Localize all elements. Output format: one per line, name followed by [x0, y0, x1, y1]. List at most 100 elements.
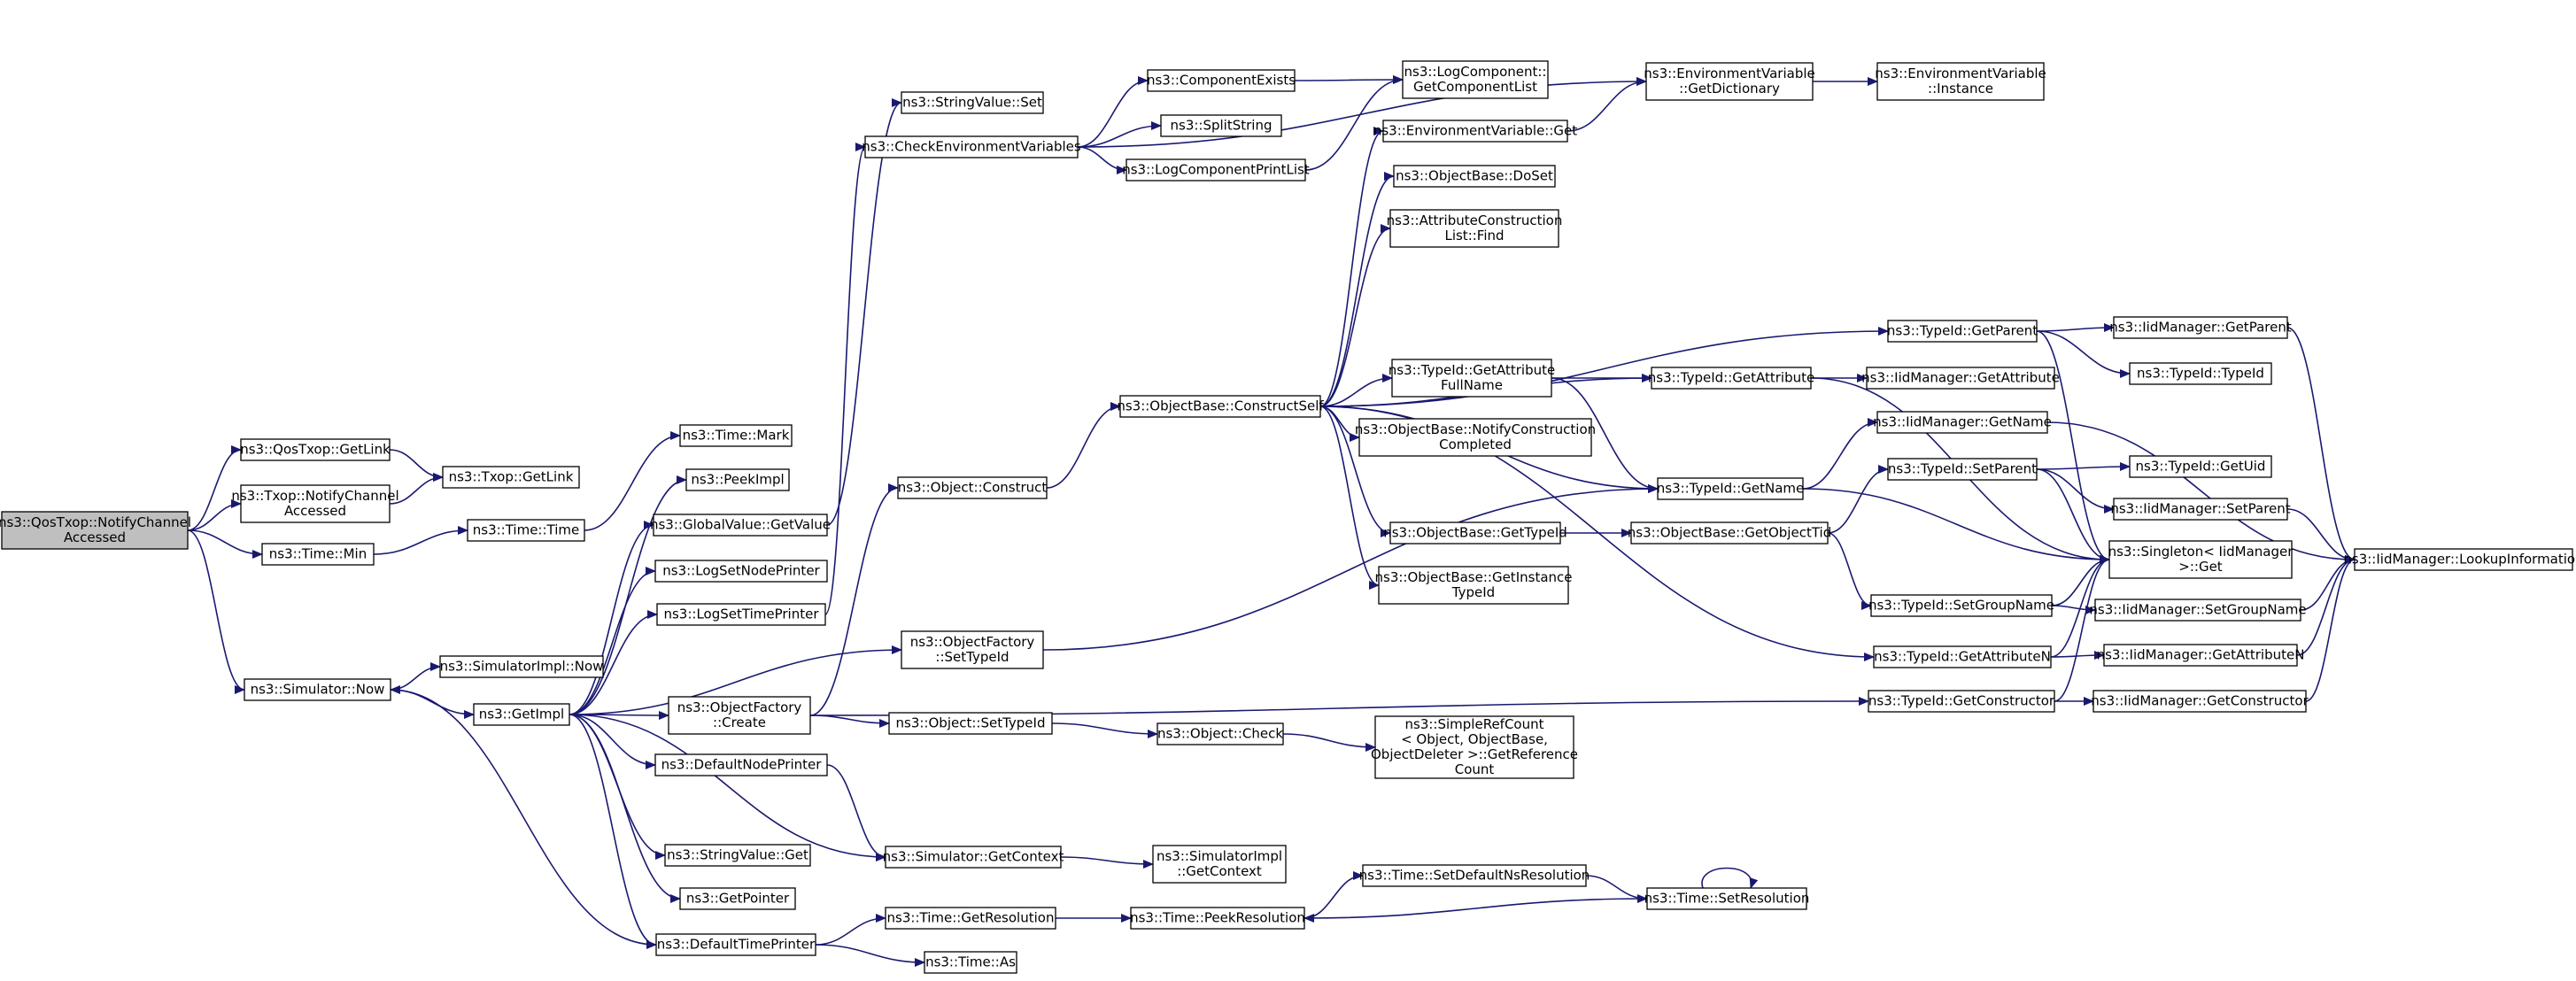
node-tid-typeid[interactable]: ns3::TypeId::TypeId: [2129, 362, 2272, 385]
node-sim-getcontext[interactable]: ns3::Simulator::GetContext: [883, 846, 1064, 869]
node-iid-getattribute[interactable]: ns3::IidManager::GetAttribute: [1861, 367, 2060, 390]
node-simimpl-getcontext[interactable]: ns3::SimulatorImpl::GetContext: [1152, 845, 1287, 884]
node-obj-settypeid[interactable]: ns3::Object::SetTypeId: [888, 712, 1053, 735]
node-obj-check[interactable]: ns3::Object::Check: [1156, 722, 1284, 745]
edge-getimpl-to-defnodeprinter: [569, 714, 656, 769]
node-iid-lookupinfo[interactable]: ns3::IidManager::LookupInformation: [2343, 548, 2576, 571]
node-sim-now[interactable]: ns3::Simulator::Now: [244, 678, 391, 701]
node-ob-notifycc[interactable]: ns3::ObjectBase::NotifyConstructionCompl…: [1355, 418, 1596, 457]
node-tid-getparent[interactable]: ns3::TypeId::GetParent: [1887, 320, 2038, 343]
node-simplerefcount[interactable]: ns3::SimpleRefCount< Object, ObjectBase,…: [1371, 715, 1578, 779]
edge-line: [1319, 406, 1391, 537]
node-tid-setgroupname[interactable]: ns3::TypeId::SetGroupName: [1868, 594, 2054, 617]
node-compexists[interactable]: ns3::ComponentExists: [1147, 69, 1296, 92]
node-of-settypeid[interactable]: ns3::ObjectFactory::SetTypeId: [901, 630, 1044, 669]
node-label-line: ns3::SimulatorImpl::Now: [440, 659, 604, 675]
edge-line: [2036, 462, 2131, 472]
node-box: [467, 519, 585, 542]
node-sv-get[interactable]: ns3::StringValue::Get: [664, 844, 811, 867]
node-getimpl[interactable]: ns3::GetImpl: [473, 703, 570, 726]
node-iid-setparent[interactable]: ns3::IidManager::SetParent: [2110, 498, 2291, 521]
node-logsetnode[interactable]: ns3::LogSetNodePrinter: [654, 560, 828, 583]
node-checkenv[interactable]: ns3::CheckEnvironmentVariables: [862, 135, 1081, 158]
node-gv-getvalue[interactable]: ns3::GlobalValue::GetValue: [650, 514, 831, 537]
node-box: [1374, 715, 1574, 779]
node-label-line: ns3::IidManager::GetName: [1873, 414, 2052, 430]
node-label-line: ns3::LogSetNodePrinter: [662, 563, 820, 579]
node-iid-getattributen[interactable]: ns3::IidManager::GetAttributeN: [2097, 644, 2305, 667]
node-label-line: ns3::ComponentExists: [1147, 73, 1296, 89]
node-ob-gettypeid[interactable]: ns3::ObjectBase::GetTypeId: [1383, 521, 1567, 545]
node-iid-setgroupname[interactable]: ns3::IidManager::SetGroupName: [2089, 599, 2307, 622]
node-box: [885, 907, 1056, 930]
node-tid-getuid[interactable]: ns3::TypeId::GetUid: [2129, 455, 2272, 478]
node-label-line: ::GetContext: [1177, 863, 1262, 879]
node-label-line: ns3::ObjectFactory: [910, 634, 1035, 650]
node-label-line: ns3::ObjectBase::GetInstance: [1375, 569, 1573, 585]
node-ob-getobjecttid[interactable]: ns3::ObjectBase::GetObjectTid: [1628, 521, 1831, 545]
node-ob-constructself[interactable]: ns3::ObjectBase::ConstructSelf: [1117, 395, 1324, 418]
node-tid-getattributen[interactable]: ns3::TypeId::GetAttributeN: [1873, 645, 2052, 668]
node-logsettime[interactable]: ns3::LogSetTimePrinter: [656, 603, 826, 626]
node-time-mark[interactable]: ns3::Time::Mark: [679, 424, 793, 447]
node-time-setdefaultres[interactable]: ns3::Time::SetDefaultNsResolution: [1359, 864, 1590, 887]
node-logcomp-getlist[interactable]: ns3::LogComponent::GetComponentList: [1402, 60, 1549, 99]
edge-line: [2046, 421, 2356, 564]
node-obj-construct[interactable]: ns3::Object::Construct: [897, 476, 1048, 499]
node-time-setres[interactable]: ns3::Time::SetResolution: [1644, 887, 1810, 910]
node-of-create[interactable]: ns3::ObjectFactory::Create: [668, 696, 811, 735]
edge-line: [389, 449, 444, 482]
node-label-line: ns3::PeekImpl: [691, 472, 784, 488]
node-time-time[interactable]: ns3::Time::Time: [467, 519, 585, 542]
node-label-line: ns3::IidManager::SetGroupName: [2089, 602, 2306, 618]
node-box: [679, 424, 793, 447]
node-defnodeprinter[interactable]: ns3::DefaultNodePrinter: [654, 753, 828, 776]
edge-sim-now-to-getimpl: [390, 689, 475, 719]
node-tid-getattribute[interactable]: ns3::TypeId::GetAttribute: [1648, 367, 1814, 390]
node-box: [1382, 120, 1568, 143]
node-label-line: Accessed: [64, 529, 126, 545]
node-singleton-get[interactable]: ns3::Singleton< IidManager>::Get: [2108, 540, 2294, 579]
node-box: [1630, 521, 1829, 545]
node-peekimpl[interactable]: ns3::PeekImpl: [685, 468, 790, 491]
edge-time-peekres-to-time-setdefaultres: [1303, 871, 1364, 919]
node-label-line: ns3::TypeId::GetName: [1657, 481, 1804, 497]
node-logcompprint[interactable]: ns3::LogComponentPrintList: [1122, 158, 1310, 182]
node-txop-getlink[interactable]: ns3::Txop::GetLink: [442, 466, 580, 489]
node-ob-doset[interactable]: ns3::ObjectBase::DoSet: [1393, 165, 1556, 188]
node-splitstring[interactable]: ns3::SplitString: [1160, 114, 1282, 137]
node-time-as[interactable]: ns3::Time::As: [924, 951, 1017, 974]
node-iid-getconstructor[interactable]: ns3::IidManager::GetConstructor: [2091, 690, 2309, 713]
node-iid-getparent[interactable]: ns3::IidManager::GetParent: [2109, 316, 2292, 339]
edge-checkenv-to-logcompprint: [1077, 146, 1127, 174]
node-getpointer[interactable]: ns3::GetPointer: [679, 887, 796, 910]
node-envvar-getdict[interactable]: ns3::EnvironmentVariable::GetDictionary: [1644, 62, 1815, 101]
node-tid-getname[interactable]: ns3::TypeId::GetName: [1657, 477, 1804, 500]
node-simimpl-now[interactable]: ns3::SimulatorImpl::Now: [439, 655, 604, 678]
node-time-peekres[interactable]: ns3::Time::PeekResolution: [1130, 907, 1305, 930]
node-box: [1873, 645, 2052, 668]
node-tid-getconstructor[interactable]: ns3::TypeId::GetConstructor: [1868, 690, 2055, 713]
node-deftimeprinter[interactable]: ns3::DefaultTimePrinter: [655, 933, 816, 956]
edge-line: [187, 529, 245, 694]
node-label-line: ns3::TypeId::SetParent: [1888, 461, 2037, 477]
node-tid-setparent[interactable]: ns3::TypeId::SetParent: [1887, 458, 2038, 481]
edge-tid-getattributen-to-iid-getattributen: [2050, 651, 2105, 660]
node-time-getres[interactable]: ns3::Time::GetResolution: [885, 907, 1056, 930]
node-box: [1152, 845, 1287, 884]
node-iid-getname[interactable]: ns3::IidManager::GetName: [1873, 411, 2052, 434]
node-qos-getlink[interactable]: ns3::QosTxop::GetLink: [240, 438, 391, 461]
node-envvar-get[interactable]: ns3::EnvironmentVariable::Get: [1373, 120, 1577, 143]
node-label-line: ns3::Txop::GetLink: [449, 469, 574, 485]
edge-line: [1303, 898, 1648, 923]
node-envvar-instance[interactable]: ns3::EnvironmentVariable::Instance: [1875, 62, 2046, 101]
node-label-line: ns3::Object::Check: [1157, 726, 1283, 742]
node-time-min[interactable]: ns3::Time::Min: [261, 543, 375, 566]
node-sv-set[interactable]: ns3::StringValue::Set: [901, 91, 1044, 114]
